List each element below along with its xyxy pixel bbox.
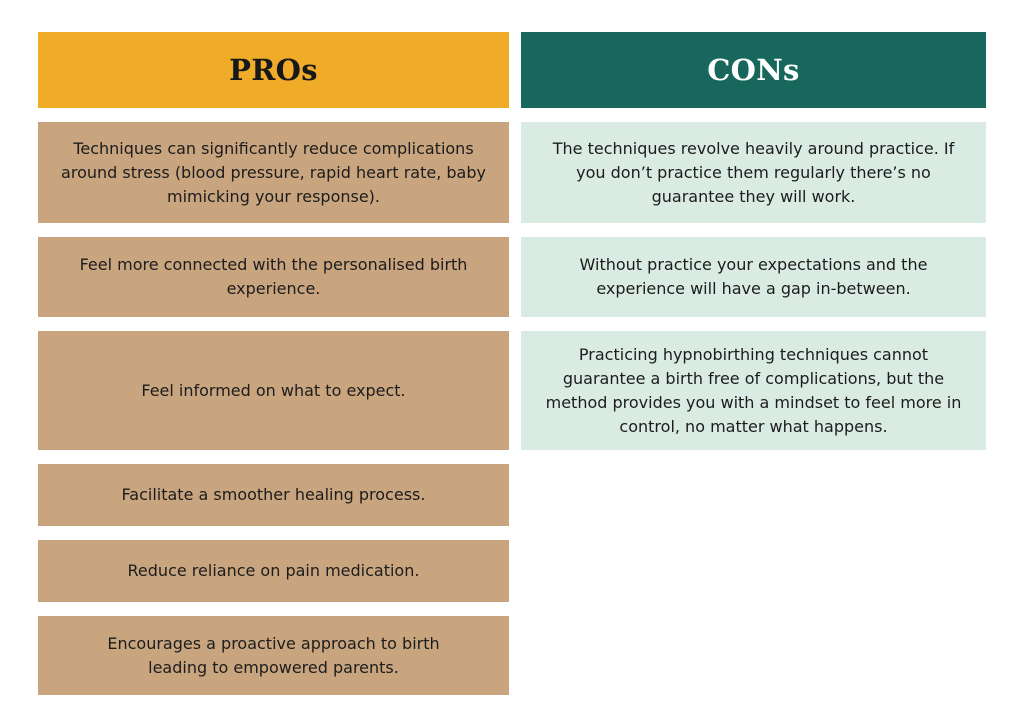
con-item-text: Without practice your expectations and t… bbox=[579, 255, 928, 298]
con-item: The techniques revolve heavily around pr… bbox=[521, 122, 986, 223]
cons-title: CONs bbox=[707, 53, 800, 87]
pro-item: Encourages a proactive approach to birth… bbox=[38, 616, 509, 695]
con-item: Without practice your expectations and t… bbox=[521, 237, 986, 317]
pro-item: Facilitate a smoother healing process. bbox=[38, 464, 509, 526]
con-item-text: Practicing hypnobirthing techniques cann… bbox=[545, 344, 962, 436]
pro-item-text: Feel more connected with the personalise… bbox=[79, 255, 468, 298]
pro-item: Reduce reliance on pain medication. bbox=[38, 540, 509, 602]
pro-item-text: Encourages a proactive approach to birth… bbox=[107, 633, 440, 677]
pro-item: Feel informed on what to expect. bbox=[38, 331, 509, 450]
pro-item-text: Reduce reliance on pain medication. bbox=[127, 561, 420, 580]
pros-header: PROs bbox=[38, 32, 509, 108]
pro-item: Techniques can significantly reduce comp… bbox=[38, 122, 509, 223]
cons-header: CONs bbox=[521, 32, 986, 108]
pro-item-text: Facilitate a smoother healing process. bbox=[121, 485, 426, 504]
con-item: Practicing hypnobirthing techniques cann… bbox=[521, 331, 986, 450]
pro-item-text: Techniques can significantly reduce comp… bbox=[61, 138, 486, 206]
pro-item-text: Feel informed on what to expect. bbox=[141, 380, 406, 400]
con-item-text: The techniques revolve heavily around pr… bbox=[552, 138, 955, 206]
pros-title: PROs bbox=[229, 53, 318, 87]
pro-item: Feel more connected with the personalise… bbox=[38, 237, 509, 317]
